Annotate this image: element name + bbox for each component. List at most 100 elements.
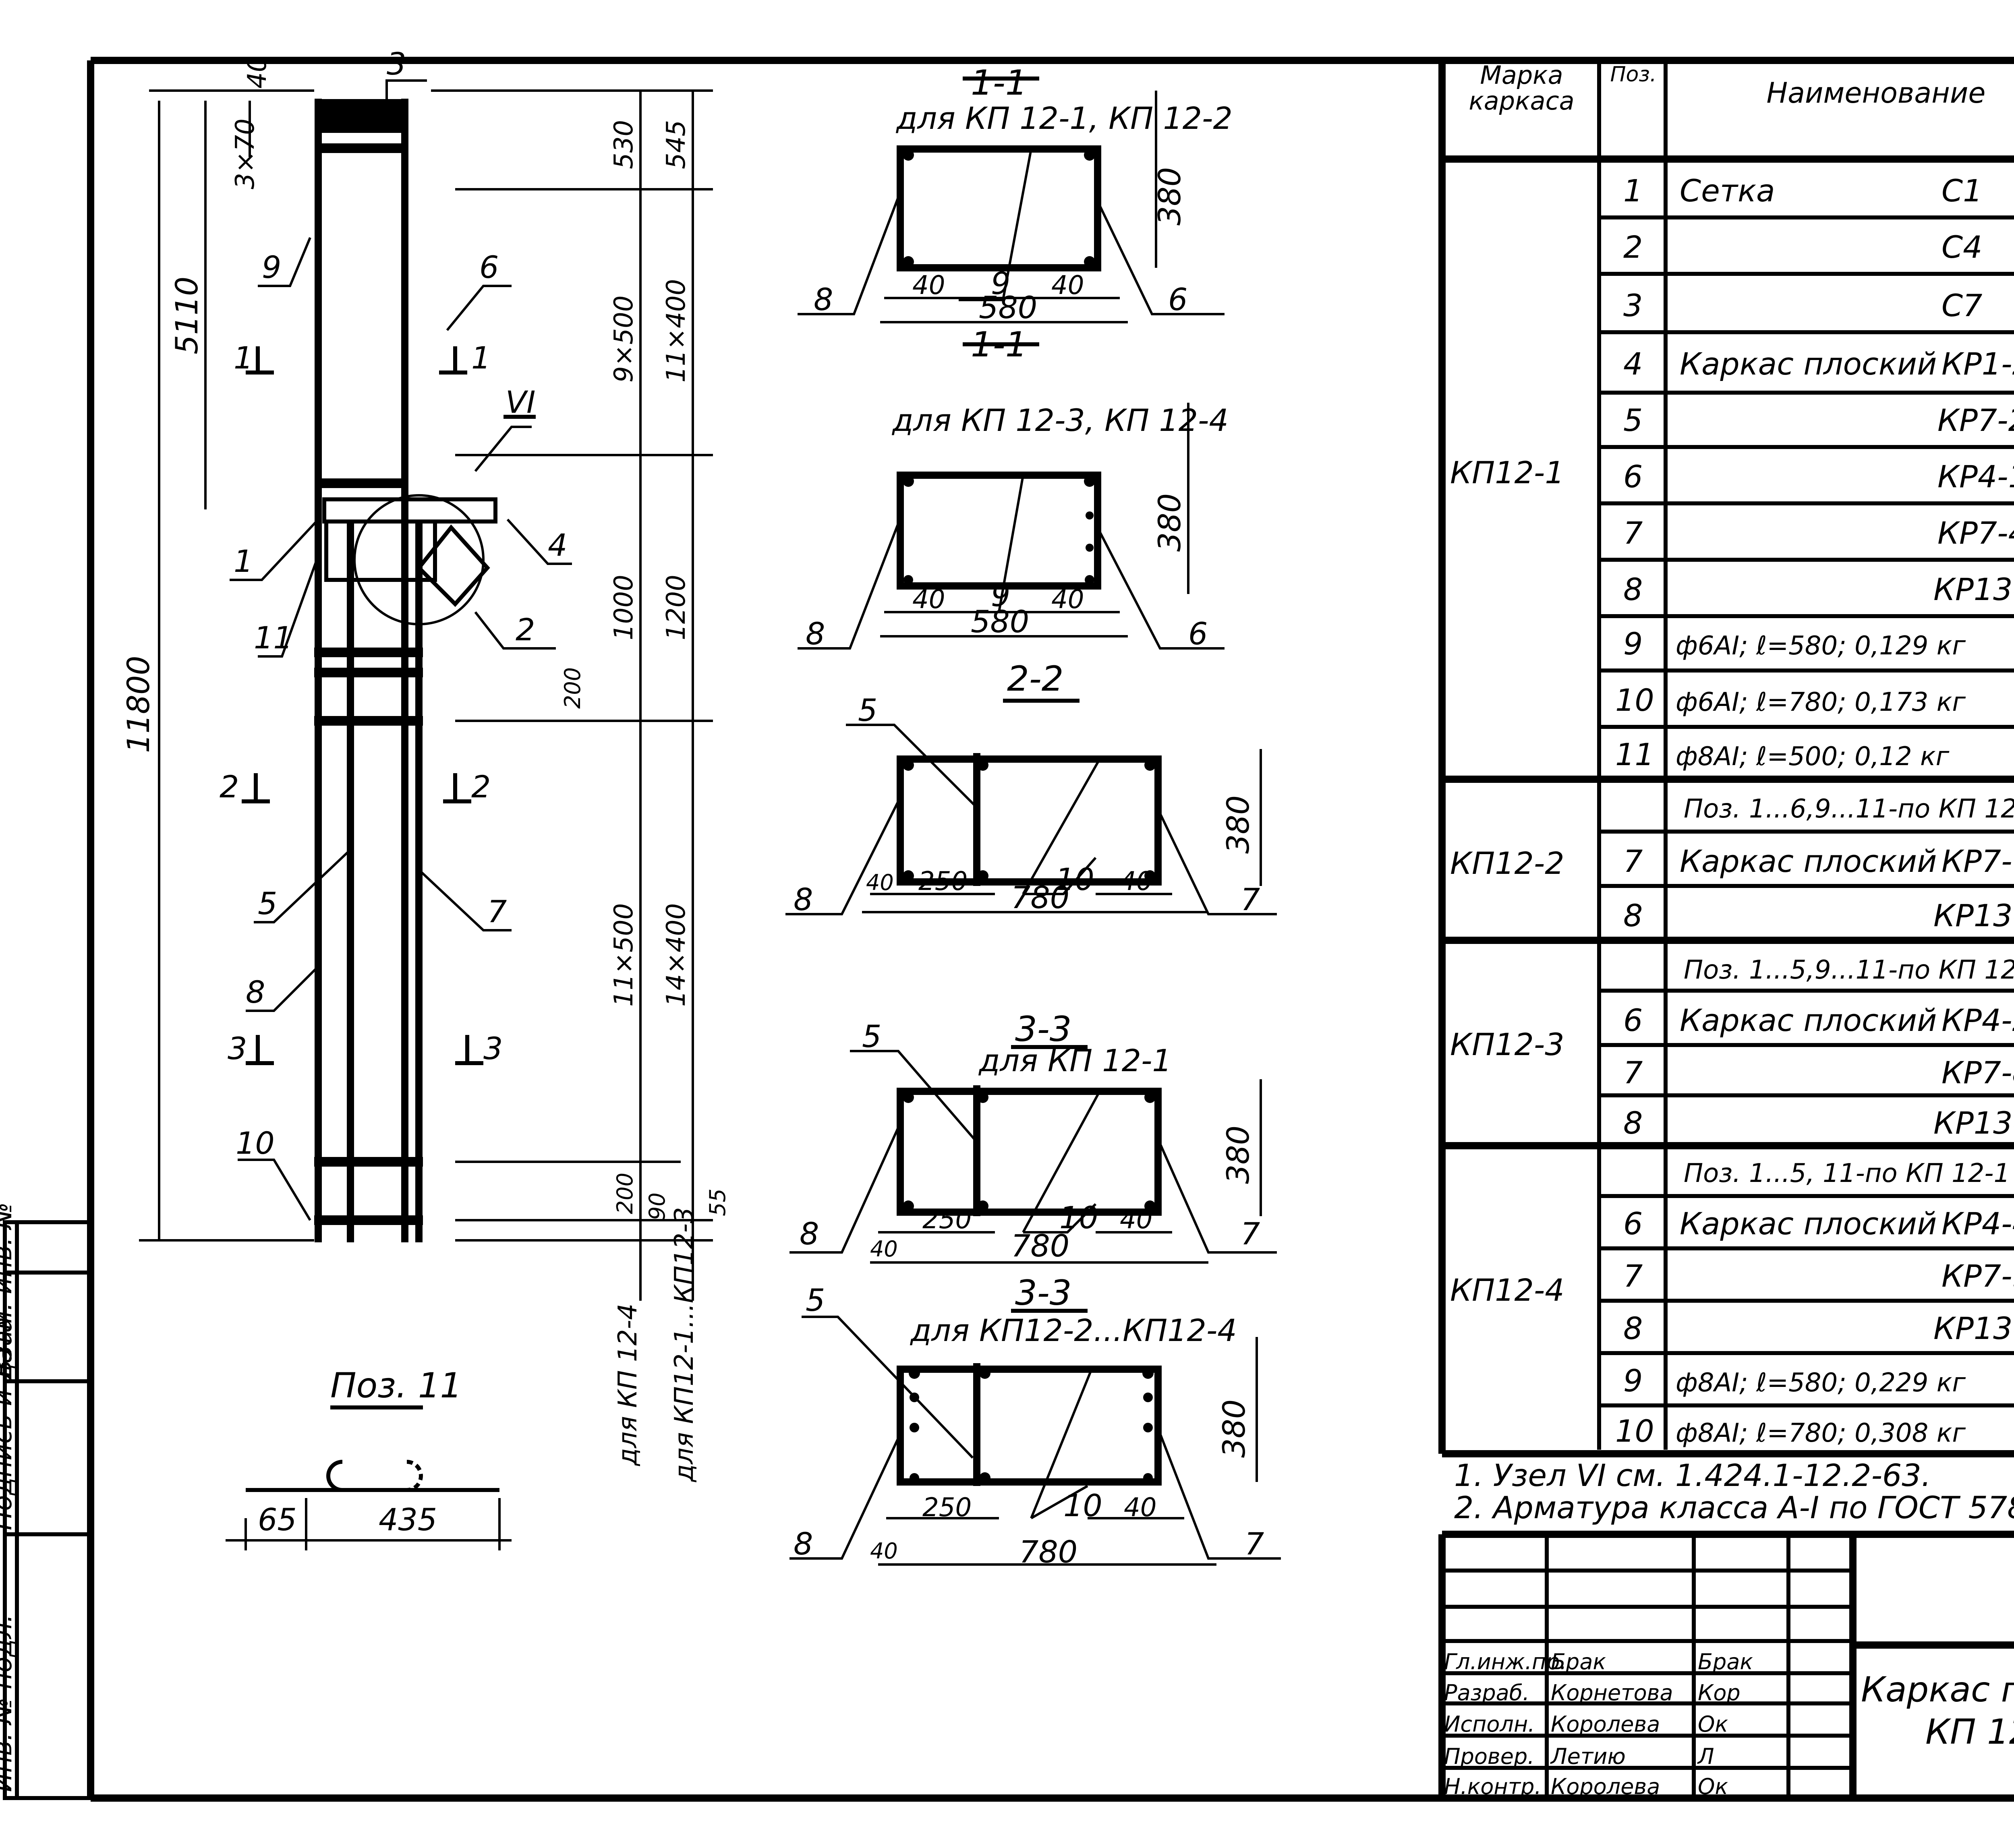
svg-text:КР13-1: КР13-1 <box>1933 571 2014 607</box>
svg-text:780: 780 <box>1011 1228 1069 1264</box>
header-name: Наименование <box>1766 77 1986 110</box>
svg-text:11: 11 <box>1615 737 1654 772</box>
table-row: 7 КР7-9 1 -75 <box>1623 1258 2014 1294</box>
svg-text:КР7-2: КР7-2 <box>1937 402 2014 438</box>
stamp-inv-podl: Инв. № подл. <box>0 1614 18 1792</box>
svg-text:9: 9 <box>1623 1363 1643 1399</box>
table-row: 1 Сетка С1 1 1.424.1-12.2-90 <box>1623 173 1982 209</box>
svg-text:4: 4 <box>1623 346 1643 382</box>
dim-5110: 5110 <box>169 277 205 354</box>
table-row: 6 Каркас плоский КР4-2 1 1.424.1-12.2-72 <box>1623 1002 2014 1038</box>
svg-text:Корнетова: Корнетова <box>1551 1680 1673 1705</box>
svg-text:7: 7 <box>1245 1526 1264 1562</box>
svg-text:380: 380 <box>1152 167 1187 226</box>
svg-text:8: 8 <box>794 1526 813 1562</box>
svg-text:2: 2 <box>1623 229 1643 265</box>
table-row: Поз. 1...5,9...11-по КП 12-1 <box>1684 955 2014 985</box>
signature-row: Разраб. Корнетова Кор <box>1444 1680 1740 1705</box>
svg-text:9: 9 <box>1623 626 1643 662</box>
elevation-view: 40 3×70 5110 11800 530 545 9×500 11×400 … <box>120 46 730 1482</box>
pos-label-9: 9 <box>262 249 281 285</box>
svg-text:КР7-9: КР7-9 <box>1941 1258 2014 1294</box>
node-vi-circle <box>353 494 485 625</box>
svg-text:7: 7 <box>1241 1216 1260 1252</box>
svg-text:ф8АI; ℓ=780; 0,308 кг: ф8АI; ℓ=780; 0,308 кг <box>1676 1418 1966 1448</box>
pos11-dim-435: 435 <box>379 1502 437 1538</box>
svg-text:8: 8 <box>806 616 825 652</box>
pos-label-11: 11 <box>254 620 293 656</box>
svg-text:9: 9 <box>991 265 1010 301</box>
section-2-2: 2-2 40 250 40 780 380 10 5 8 7 <box>785 659 1277 917</box>
svg-text:8: 8 <box>794 882 813 917</box>
pos-label-4: 4 <box>548 527 567 563</box>
svg-text:2: 2 <box>471 769 491 805</box>
svg-text:7: 7 <box>1623 1258 1643 1294</box>
svg-text:Ок: Ок <box>1698 1774 1728 1799</box>
svg-text:5: 5 <box>806 1282 825 1318</box>
pos-label-10: 10 <box>236 1125 275 1161</box>
svg-text:Сетка: Сетка <box>1680 173 1775 209</box>
section-1-1-a: 1-1 для КП 12-1, КП 12-2 40 40 580 380 9… <box>798 63 1233 325</box>
svg-text:250: 250 <box>918 867 968 896</box>
table-row: Поз. 1...5, 11-по КП 12-1 <box>1684 1159 2010 1188</box>
dim-14x400: 14×400 <box>661 903 691 1007</box>
table-row: 2 С4 1 -92 <box>1623 229 1982 265</box>
svg-text:2: 2 <box>220 769 239 805</box>
svg-text:250: 250 <box>922 1205 972 1235</box>
svg-text:1: 1 <box>234 340 253 376</box>
table-row: 11 ф8АI; ℓ=500; 0,12 кг 6 1.424.1-12.2-3… <box>1615 737 1950 772</box>
table-row: 8 КР13-3 1 -79 <box>1623 1310 2014 1346</box>
pos11-dim-65: 65 <box>258 1502 297 1538</box>
signature-row: Гл.инж.пр. Брак Брак <box>1444 1649 1753 1674</box>
svg-text:8: 8 <box>1623 571 1643 607</box>
svg-text:8: 8 <box>814 281 833 317</box>
dim-530: 530 <box>609 120 639 169</box>
dim-1000: 1000 <box>609 575 639 640</box>
svg-text:40: 40 <box>1120 867 1152 896</box>
pos-label-3: 3 <box>387 46 406 82</box>
svg-text:Ок: Ок <box>1698 1711 1728 1737</box>
dim-11800: 11800 <box>120 656 156 753</box>
svg-text:40: 40 <box>912 585 945 615</box>
dim-40: 40 <box>242 56 272 89</box>
table-row: 8 КР13-2 1 -79 <box>1623 898 2014 933</box>
table-row: 6 Каркас плоский КР4-4 1 1.424.1-12.2-72 <box>1623 1206 2014 1242</box>
svg-text:3: 3 <box>1623 288 1643 323</box>
svg-text:Брак: Брак <box>1551 1649 1606 1674</box>
table-row: 7 Каркас плоский КР7-7 1 1.424.1-12.2-75 <box>1623 843 2014 879</box>
svg-text:КР13-2: КР13-2 <box>1933 898 2014 933</box>
group-mark: КП12-3 <box>1450 1026 1564 1062</box>
svg-text:Поз. 1...6,9...11-по КП 12-1: Поз. 1...6,9...11-по КП 12-1 <box>1684 794 2014 824</box>
svg-text:КР7-8: КР7-8 <box>1941 1055 2014 1091</box>
svg-text:7: 7 <box>1623 515 1643 551</box>
svg-text:8: 8 <box>1623 1105 1643 1141</box>
svg-text:Исполн.: Исполн. <box>1444 1711 1535 1737</box>
pos-label-8: 8 <box>246 974 265 1010</box>
table-row: 10 ф8АI; ℓ=780; 0,308 кг 28 то же <box>1615 1413 1966 1449</box>
svg-text:40: 40 <box>870 1538 898 1564</box>
svg-text:КР4-1: КР4-1 <box>1937 459 2014 495</box>
title-block: 1.424.1-12.2-32 Каркас пространственный … <box>1438 1531 2014 1799</box>
svg-text:780: 780 <box>1019 1534 1077 1570</box>
section-subtitle: для КП 12-1 <box>978 1043 1172 1078</box>
section-mark-3: 3 3 <box>228 1031 503 1066</box>
svg-text:ф8АI; ℓ=580; 0,229 кг: ф8АI; ℓ=580; 0,229 кг <box>1676 1368 1966 1398</box>
pos-label-1: 1 <box>234 543 253 579</box>
svg-text:380: 380 <box>1220 795 1256 854</box>
svg-text:Каркас плоский: Каркас плоский <box>1680 346 1937 382</box>
note-1: 1. Узел VI см. 1.424.1-12.2-63. <box>1454 1457 1931 1493</box>
stamp-sign-date: Подпись и дата <box>0 1317 18 1530</box>
svg-text:ф6АI; ℓ=780; 0,173 кг: ф6АI; ℓ=780; 0,173 кг <box>1676 687 1966 717</box>
svg-text:Провер.: Провер. <box>1444 1744 1534 1769</box>
dim-3x70: 3×70 <box>230 118 260 189</box>
svg-text:3: 3 <box>228 1031 247 1066</box>
node-mark-vi: VI <box>506 384 535 420</box>
svg-text:780: 780 <box>1011 880 1069 915</box>
svg-text:8: 8 <box>1623 1310 1643 1346</box>
svg-text:7: 7 <box>1623 1055 1643 1091</box>
svg-text:6: 6 <box>1168 281 1187 317</box>
table-row: Поз. 1...6,9...11-по КП 12-1 <box>1684 794 2014 824</box>
dim-11x400: 11×400 <box>661 279 691 383</box>
svg-text:С1: С1 <box>1941 173 1982 209</box>
